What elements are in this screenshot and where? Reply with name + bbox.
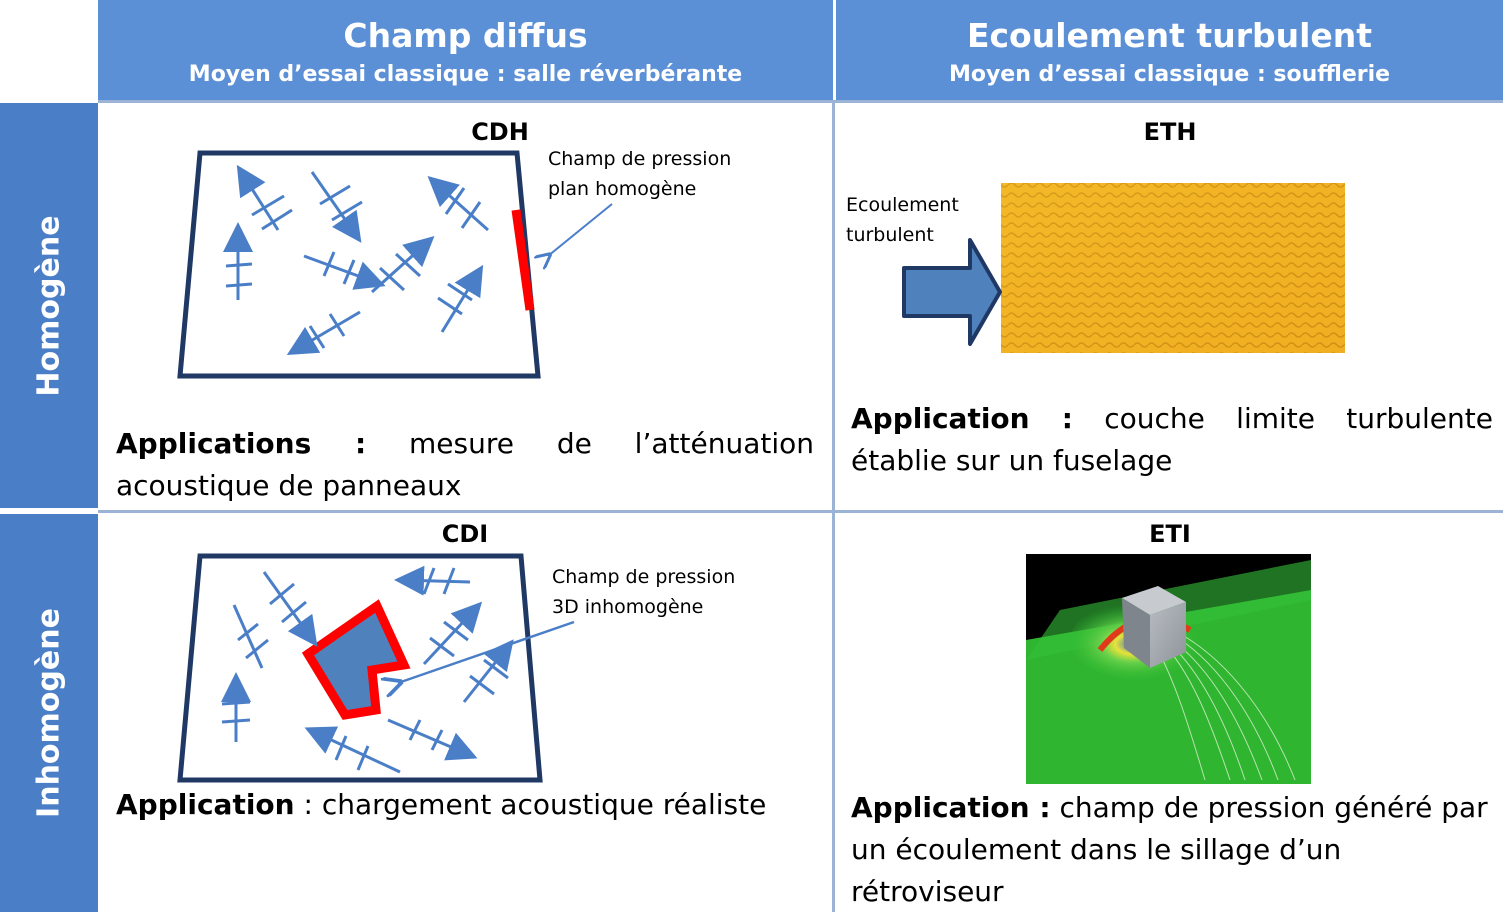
cube-front [1122,598,1150,668]
application-text: champ de pression généré par un écouleme… [851,791,1488,908]
cell-code-eth: ETH [1143,118,1197,146]
eth-application: Application : couche limite turbulente é… [851,398,1493,482]
column-subtitle: Moyen d’essai classique : soufflerie [948,62,1391,87]
grid-divider-top [98,100,1503,103]
eth-arrow-label: Ecoulement turbulent [846,190,959,250]
annotation-line: plan homogène [548,178,697,200]
cdi-application: Application : chargement acoustique réal… [116,784,814,826]
room-outline [177,553,543,783]
cube-side [1150,602,1186,668]
cell-code-eti: ETI [1149,520,1191,548]
cdi-annotation: Champ de pression 3D inhomogène [552,562,735,622]
cdh-application: Applications : mesure de l’atténuation a… [116,423,814,507]
arrow-label-line: Ecoulement [846,194,959,216]
column-title: Ecoulement turbulent [966,16,1373,55]
wave-arrows [223,164,489,356]
annotation-line: Champ de pression [548,148,732,170]
cell-code-cdi: CDI [441,520,489,548]
grid-divider-vertical [832,100,835,912]
annotation-line: 3D inhomogène [552,596,704,618]
application-text: mesure de l’atténuation acoustique de pa… [116,427,814,502]
annotation-arrow [548,203,613,256]
cube-top [1122,586,1186,615]
arrow-label-line: turbulent [846,224,934,246]
row-header-inhomogeneous: Inhomogène [0,514,98,912]
inhomogeneous-object [301,599,411,720]
cdh-annotation: Champ de pression plan homogène [548,144,731,204]
column-title: Champ diffus [343,16,588,55]
application-label: Application [116,788,295,821]
application-label: Application : [851,791,1051,824]
row-header-homogeneous: Homogène [0,103,98,508]
application-text: couche limite turbulente établie sur un … [851,402,1493,477]
wave-arrows [221,565,514,774]
grid-divider-middle [98,510,1503,513]
application-text: : chargement acoustique réaliste [294,788,767,821]
annotation-line: Champ de pression [552,566,736,588]
cell-code-cdh: CDH [471,118,529,146]
eti-application: Application : champ de pression généré p… [851,787,1493,913]
column-header-turbulent: Ecoulement turbulent Moyen d’essai class… [836,0,1503,100]
pressure-panel [511,209,535,311]
column-header-diffuse: Champ diffus Moyen d’essai classique : s… [98,0,833,100]
room-outline [177,150,541,379]
application-label: Application : [851,402,1073,435]
column-subtitle: Moyen d’essai classique : salle réverbér… [188,62,743,87]
application-label: Applications : [116,427,367,460]
flow-arrow [902,238,1002,346]
